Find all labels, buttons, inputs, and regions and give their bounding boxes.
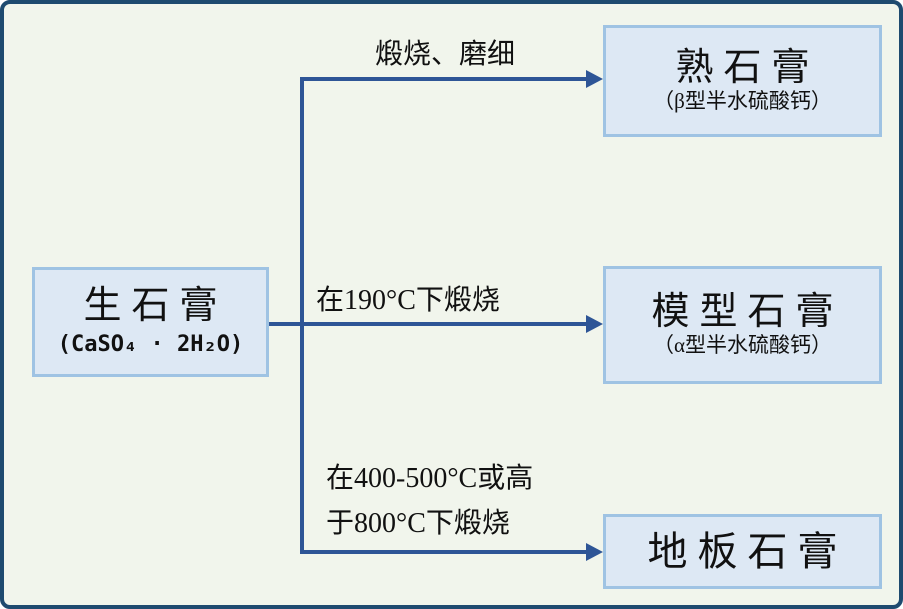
connector-trunk-line (300, 77, 304, 554)
model-gypsum-title: 模型石膏 (651, 290, 844, 333)
raw-gypsum-title: 生石膏 (83, 284, 228, 327)
arrow-bottom-line (300, 550, 587, 554)
plaster-of-paris-subtitle: （β型半水硫酸钙） (653, 89, 832, 114)
plaster-of-paris-title: 熟石膏 (675, 46, 820, 89)
condition-label-400-800c-line1: 在400-500°C或高 (326, 463, 534, 494)
floor-gypsum-title: 地板石膏 (647, 528, 848, 574)
arrow-top-line (300, 77, 587, 81)
condition-label-190c: 在190°C下煅烧 (316, 285, 500, 316)
raw-gypsum-formula: (CaSO₄ · 2H₂O) (57, 331, 244, 357)
arrow-middle-line (269, 322, 587, 326)
node-model-gypsum: 模型石膏 （α型半水硫酸钙） (603, 266, 882, 384)
condition-label-400-800c: 在400-500°C或高 于800°C下煅烧 (326, 456, 533, 546)
node-raw-gypsum: 生石膏 (CaSO₄ · 2H₂O) (32, 267, 269, 377)
condition-label-calcine-grind: 煅烧、磨细 (374, 39, 515, 70)
arrow-middle-head-icon (586, 315, 603, 333)
node-floor-gypsum: 地板石膏 (603, 514, 882, 589)
arrow-top-head-icon (586, 70, 603, 88)
condition-label-400-800c-line2: 于800°C下煅烧 (326, 508, 510, 539)
model-gypsum-subtitle: （α型半水硫酸钙） (652, 333, 832, 358)
arrow-bottom-head-icon (586, 543, 603, 561)
node-plaster-of-paris: 熟石膏 （β型半水硫酸钙） (603, 25, 882, 137)
